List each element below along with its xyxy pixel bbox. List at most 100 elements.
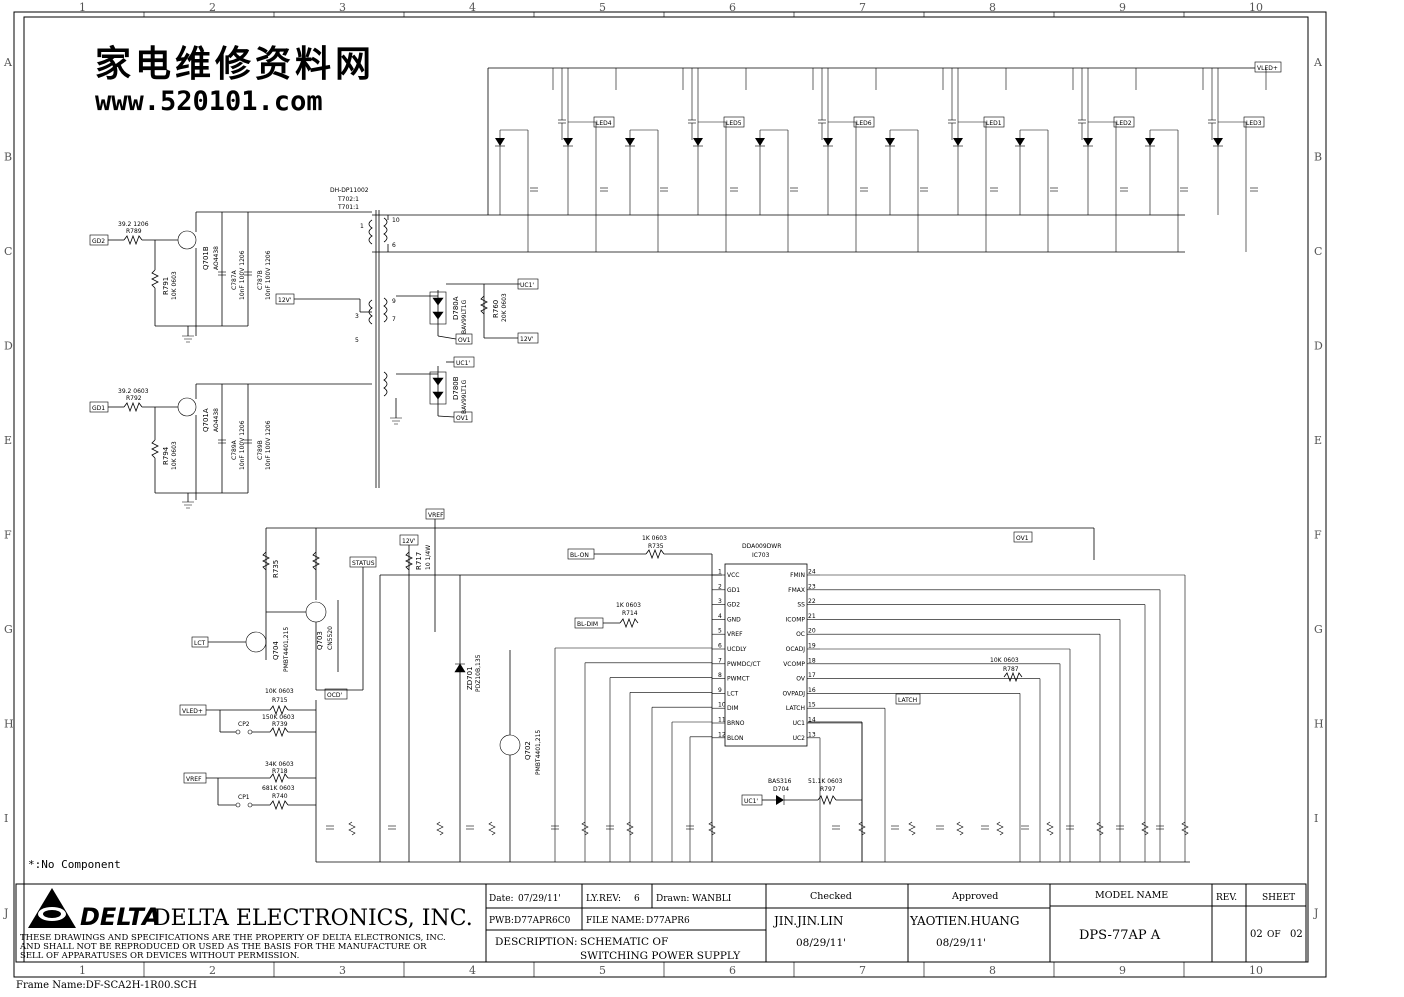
- svg-text:LED5: LED5: [726, 120, 742, 127]
- ic-pin-left: VCC: [727, 572, 739, 579]
- approved-date: 08/29/11': [936, 937, 986, 949]
- file-label: FILE NAME:: [586, 916, 644, 926]
- grid-col-label: 5: [599, 1, 606, 14]
- svg-text:GD1: GD1: [92, 405, 105, 412]
- description-line-2: SWITCHING POWER SUPPLY: [580, 950, 741, 962]
- grid-row-label: H: [4, 718, 14, 731]
- ic-pin-number: 24: [808, 569, 816, 576]
- ic-pin-left: GND: [727, 616, 741, 623]
- ic-pin-number: 14: [808, 717, 816, 724]
- ic-pin-left: BRNO: [727, 720, 745, 727]
- svg-text:R714: R714: [622, 610, 638, 617]
- ic-pin-left: VREF: [727, 631, 743, 638]
- net-label-led2: LED2: [1113, 116, 1135, 128]
- ic-pin-right: FMAX: [788, 587, 805, 594]
- ic-pin-number: 8: [718, 672, 722, 679]
- checked-date: 08/29/11': [796, 937, 846, 949]
- ic-pin-right: FMIN: [790, 572, 805, 579]
- date-value: 07/29/11': [518, 894, 561, 904]
- ic-ref: IC703: [752, 552, 770, 559]
- grid-row-label: D: [4, 340, 13, 353]
- svg-text:34K 0603: 34K 0603: [265, 761, 294, 768]
- svg-text:R735: R735: [648, 543, 664, 550]
- ic-pin-left: PWMDC/CT: [727, 661, 761, 668]
- svg-text:UC1': UC1': [744, 798, 758, 805]
- ic-pin-number: 13: [808, 731, 816, 738]
- grid-col-label: 10: [1249, 964, 1263, 977]
- ic-pin-number: 20: [808, 628, 816, 635]
- svg-text:681K 0603: 681K 0603: [262, 785, 295, 792]
- ic-pin-number: 1: [718, 569, 722, 576]
- control-section: VREF R735 12V' R717 10 1/4W STATUS BL-ON…: [179, 508, 1190, 863]
- ic-pin-left: PWMCT: [727, 676, 750, 683]
- watermark-url: www.520101.com: [95, 86, 323, 117]
- svg-text:51.1K 0603: 51.1K 0603: [808, 778, 843, 785]
- checked-label: Checked: [810, 891, 852, 902]
- ic-pin-left: GD1: [727, 587, 740, 594]
- disclaimer-line-2: AND SHALL NOT BE REPRODUCED OR USED AS T…: [19, 942, 427, 952]
- ic-pin-number: 7: [718, 657, 722, 664]
- svg-text:39.2 1206: 39.2 1206: [118, 221, 149, 228]
- svg-text:D704: D704: [773, 786, 789, 793]
- svg-text:R794: R794: [162, 446, 170, 465]
- grid-row-label: J: [1313, 907, 1318, 920]
- svg-text:R787: R787: [1003, 666, 1019, 673]
- svg-text:C787B: C787B: [257, 270, 264, 290]
- led-cell-a: LED4: [495, 68, 617, 252]
- ic-pin-left: DIM: [727, 705, 739, 712]
- grid-col-label: 6: [729, 964, 736, 977]
- net-label-ov1-c: [1013, 531, 1033, 543]
- transformer-name: DH-DP11002: [330, 187, 369, 194]
- model-name: DPS-77AP A: [1079, 928, 1161, 943]
- ic-body: [724, 563, 808, 747]
- ic-pin-number: 11: [718, 717, 726, 724]
- net-label-led1: LED1: [983, 116, 1005, 128]
- grid-col-label: 7: [859, 964, 866, 977]
- grid-col-label: 5: [599, 964, 606, 977]
- svg-text:R735: R735: [272, 560, 280, 578]
- net-label-latch: [895, 693, 921, 705]
- led-cell-b: LED5: [625, 68, 747, 252]
- ic-pin-right: LATCH: [786, 705, 805, 712]
- grid-col-label: 3: [339, 1, 346, 14]
- ic-pin-number: 10: [718, 702, 726, 709]
- ic-pin-number: 19: [808, 643, 816, 650]
- svg-text:PDZ10B,135: PDZ10B,135: [475, 654, 482, 692]
- sheet-of: OF: [1267, 930, 1281, 940]
- disclaimer-line-1: THESE DRAWINGS AND SPECIFICATIONS ARE TH…: [20, 933, 446, 943]
- led-cell-f: LED3: [1145, 68, 1267, 252]
- svg-text:LED2: LED2: [1116, 120, 1132, 127]
- grid-row-label: I: [4, 812, 8, 825]
- svg-text:ZD701: ZD701: [466, 666, 474, 690]
- grid-col-label: 7: [859, 1, 866, 14]
- svg-text:Q701A: Q701A: [202, 408, 210, 432]
- svg-text:10: 10: [392, 217, 400, 224]
- net-label-led5: LED5: [723, 116, 745, 128]
- svg-text:D780B: D780B: [452, 376, 460, 400]
- delta-logo: DELTA: [28, 888, 161, 931]
- svg-text:BL-DIM: BL-DIM: [577, 621, 598, 628]
- svg-text:AO4438: AO4438: [213, 246, 220, 270]
- pwb-label: PWB:: [489, 916, 514, 926]
- svg-text:UC1': UC1': [456, 360, 470, 367]
- svg-text:C789A: C789A: [231, 439, 238, 460]
- grid-col-label: 2: [209, 964, 216, 977]
- ic-pin-number: 21: [808, 613, 816, 620]
- svg-text:Q701B: Q701B: [202, 246, 210, 270]
- svg-text:BAV99LT1G: BAV99LT1G: [461, 299, 468, 334]
- outer-frame: [13, 11, 1327, 978]
- net-label-12v-2: [517, 332, 539, 344]
- svg-text:STATUS: STATUS: [352, 560, 375, 567]
- grid-col-label: 8: [989, 1, 996, 14]
- svg-text:BAS316: BAS316: [768, 778, 792, 785]
- svg-text:10nF 100V 1206: 10nF 100V 1206: [265, 420, 272, 470]
- no-component-note: *:No Component: [28, 858, 121, 871]
- grid-col-label: 9: [1119, 964, 1126, 977]
- svg-text:150K 0603: 150K 0603: [262, 714, 295, 721]
- led-cell-d: LED1: [885, 68, 1007, 252]
- svg-text:10nF 100V 1206: 10nF 100V 1206: [265, 250, 272, 300]
- svg-text:LED6: LED6: [856, 120, 872, 127]
- ly-rev-label: LY.REV:: [586, 894, 621, 904]
- grid-row-label: G: [1314, 623, 1323, 636]
